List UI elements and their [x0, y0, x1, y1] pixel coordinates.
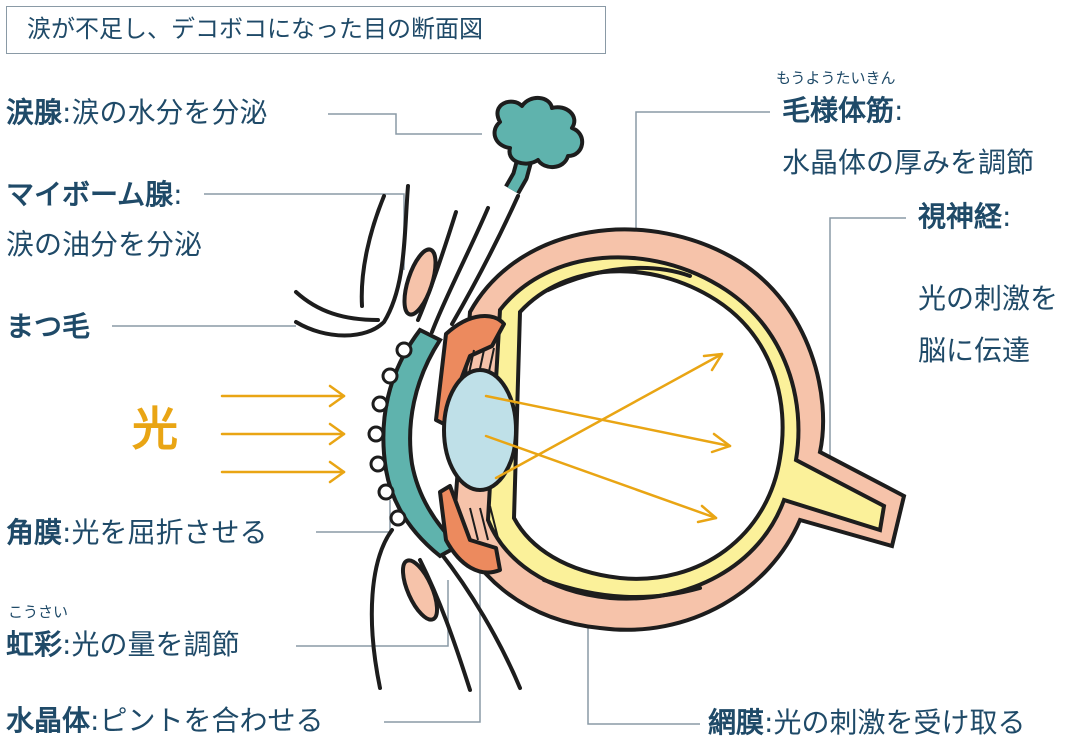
desc-cornea: 光を屈折させる — [71, 516, 268, 549]
label-lacrimal-gland: 涙腺:涙の水分を分泌 — [6, 96, 268, 129]
term-retina: 網膜 — [708, 706, 765, 739]
label-eyelash: まつ毛 — [6, 310, 90, 344]
leader-cornea — [316, 500, 391, 533]
term-iris: 虹彩 — [6, 628, 63, 661]
term-lens: 水晶体 — [6, 704, 91, 737]
leader-meibomian — [204, 193, 405, 270]
term-ciliary-muscle: 毛様体筋 — [782, 94, 895, 127]
label-ciliary-muscle: 毛様体筋: — [782, 94, 904, 127]
cornea — [381, 327, 462, 559]
label-lens: 水晶体:ピントを合わせる — [6, 704, 324, 737]
ruby-ciliary-muscle: もうようたいきん — [776, 69, 896, 87]
diagram-title: 涙が不足し、デコボコになった目の断面図 — [6, 6, 606, 54]
vitreous — [511, 269, 785, 581]
desc-optic-nerve-line1: 光の刺激を — [918, 282, 1059, 315]
eyeball — [451, 227, 907, 632]
label-optic-nerve: 視神経: — [918, 200, 1012, 233]
desc-retina: 光の刺激を受け取る — [773, 706, 1026, 739]
meibomian-gland-upper — [402, 247, 438, 317]
tear-film-bumps — [367, 341, 413, 527]
desc-meibomian-gland: 涙の油分を分泌 — [6, 228, 203, 261]
term-optic-nerve: 視神経 — [918, 200, 1003, 233]
desc-lens: ピントを合わせる — [99, 704, 324, 737]
light-rays — [220, 352, 732, 524]
leader-lacrimal — [328, 113, 482, 135]
leader-retina — [587, 594, 700, 725]
lens — [442, 368, 518, 492]
label-cornea: 角膜:光を屈折させる — [6, 516, 268, 549]
zonule-fibers — [467, 347, 499, 541]
desc-iris: 光の量を調節 — [71, 628, 240, 661]
label-retina: 網膜:光の刺激を受け取る — [708, 706, 1026, 739]
term-lacrimal-gland: 涙腺 — [6, 96, 63, 129]
desc-ciliary-muscle: 水晶体の厚みを調節 — [782, 146, 1035, 179]
term-meibomian-gland: マイボーム腺 — [6, 178, 174, 211]
meibomian-gland-lower — [400, 558, 440, 622]
label-meibomian-gland: マイボーム腺: — [6, 178, 183, 211]
light-label: 光 — [132, 402, 178, 456]
leader-optic — [829, 217, 906, 530]
label-iris: 虹彩:光の量を調節 — [6, 628, 240, 661]
desc-optic-nerve-line2: 脳に伝達 — [918, 334, 1031, 367]
leader-iris — [296, 580, 449, 647]
ruby-iris: こうさい — [8, 603, 69, 621]
term-cornea: 角膜 — [6, 516, 63, 549]
desc-lacrimal-gland: 涙の水分を分泌 — [71, 96, 268, 129]
retina-edge-upper — [546, 265, 692, 292]
lacrimal-gland — [492, 96, 584, 195]
term-eyelash: まつ毛 — [6, 310, 91, 343]
retina-edge-lower — [542, 578, 702, 599]
